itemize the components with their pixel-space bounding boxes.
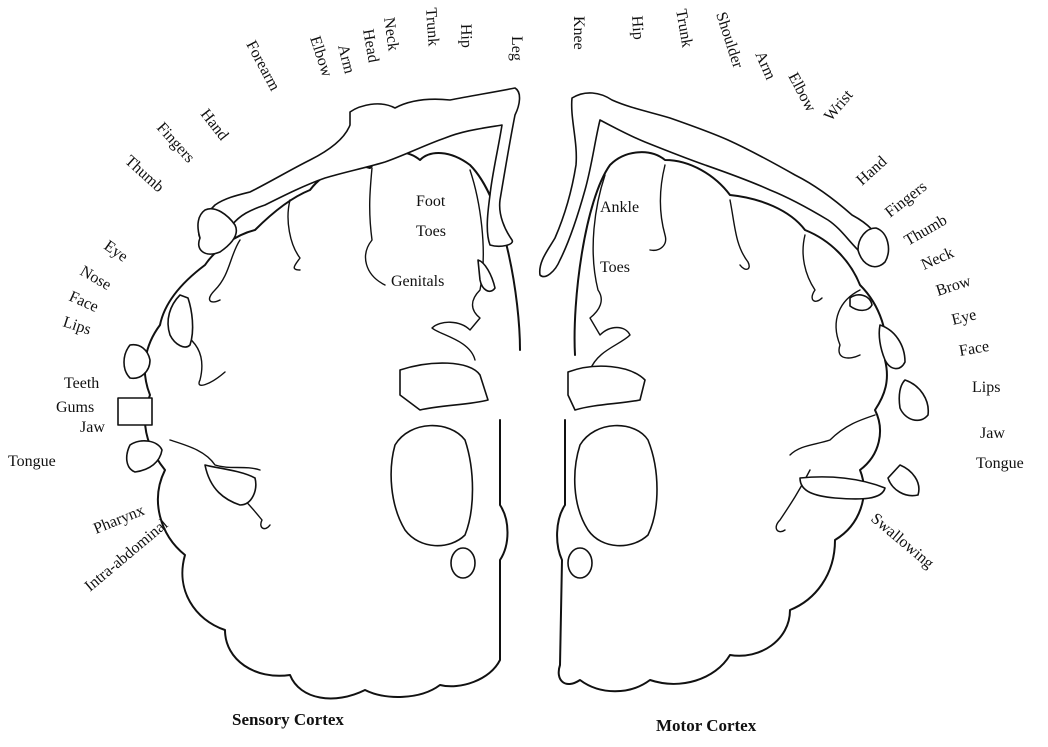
label-jaw-motor: Jaw <box>980 425 1005 442</box>
label-toes-sensory: Toes <box>416 223 446 240</box>
sensory-thalamus <box>391 426 472 546</box>
motor-cortex-outline <box>557 152 887 691</box>
label-head: Head <box>359 28 382 64</box>
motor-homunculus-pharynx <box>800 477 885 499</box>
label-trunk: Trunk <box>422 7 442 47</box>
label-teeth: Teeth <box>64 375 99 392</box>
label-lips: Lips <box>61 314 93 339</box>
sensory-sulcus <box>170 440 260 470</box>
motor-thalamus <box>575 426 657 546</box>
label-toes-motor: Toes <box>600 259 630 276</box>
label-jaw: Jaw <box>80 419 105 436</box>
sensory-lateral-ventricle <box>400 363 488 410</box>
label-pharynx: Pharynx <box>91 502 147 538</box>
label-arm-motor: Arm <box>751 49 779 83</box>
label-brow: Brow <box>934 273 973 300</box>
sensory-homunculus-face <box>168 295 193 347</box>
motor-sulcus <box>803 235 822 301</box>
label-hip-motor: Hip <box>628 15 647 40</box>
label-genitals: Genitals <box>391 273 444 290</box>
label-eye: Eye <box>101 237 131 265</box>
sensory-hippocampus <box>451 548 475 578</box>
sensory-homunculus-abdomen <box>205 465 256 505</box>
label-tongue: Tongue <box>8 453 56 470</box>
label-lips-motor: Lips <box>972 379 1000 396</box>
sensory-sulcus <box>288 200 300 270</box>
label-tongue-motor: Tongue <box>976 455 1024 472</box>
label-thumb: Thumb <box>121 152 167 196</box>
label-hand: Hand <box>197 106 232 144</box>
sensory-homunculus-tongue <box>127 441 162 472</box>
label-arm: Arm <box>334 43 358 76</box>
label-wrist: Wrist <box>821 86 857 124</box>
motor-homunculus-eye <box>850 295 872 310</box>
motor-homunculus-face <box>879 325 905 369</box>
label-knee: Knee <box>570 16 587 50</box>
label-hand-motor: Hand <box>853 153 890 189</box>
motor-cortex-caption: Motor Cortex <box>656 716 757 735</box>
label-fingers: Fingers <box>153 119 198 166</box>
sensory-homunculus-teeth <box>118 398 152 425</box>
label-hip: Hip <box>457 24 475 49</box>
label-shoulder: Shoulder <box>712 10 746 71</box>
label-face-motor: Face <box>958 338 991 360</box>
sensory-sulcus <box>366 168 385 285</box>
label-swallowing: Swallowing <box>867 510 936 572</box>
motor-sulcus <box>650 165 666 250</box>
label-nose: Nose <box>77 263 114 294</box>
label-elbow-motor: Elbow <box>784 70 819 115</box>
label-face: Face <box>66 288 101 316</box>
label-trunk-motor: Trunk <box>672 8 695 49</box>
label-ankle: Ankle <box>600 199 639 216</box>
label-thumb-motor: Thumb <box>902 212 951 250</box>
label-neck-motor: Neck <box>919 244 957 273</box>
label-eye-motor: Eye <box>950 306 978 329</box>
label-fingers-motor: Fingers <box>882 178 930 221</box>
label-forearm: Forearm <box>242 38 283 94</box>
label-foot: Foot <box>416 193 446 210</box>
label-leg: Leg <box>508 36 525 61</box>
motor-hippocampus <box>568 548 592 578</box>
motor-sulcus <box>790 415 875 455</box>
label-gums: Gums <box>56 399 94 416</box>
label-elbow: Elbow <box>306 34 335 79</box>
motor-homunculus-lips <box>899 380 928 420</box>
motor-homunculus-tongue <box>888 465 919 496</box>
motor-sulcus <box>730 200 749 269</box>
sensory-homunculus-lips <box>124 345 150 379</box>
label-neck: Neck <box>380 16 402 52</box>
sensory-hemisphere <box>118 88 520 698</box>
sensory-cortex-caption: Sensory Cortex <box>232 710 344 729</box>
motor-lateral-ventricle <box>568 366 645 410</box>
